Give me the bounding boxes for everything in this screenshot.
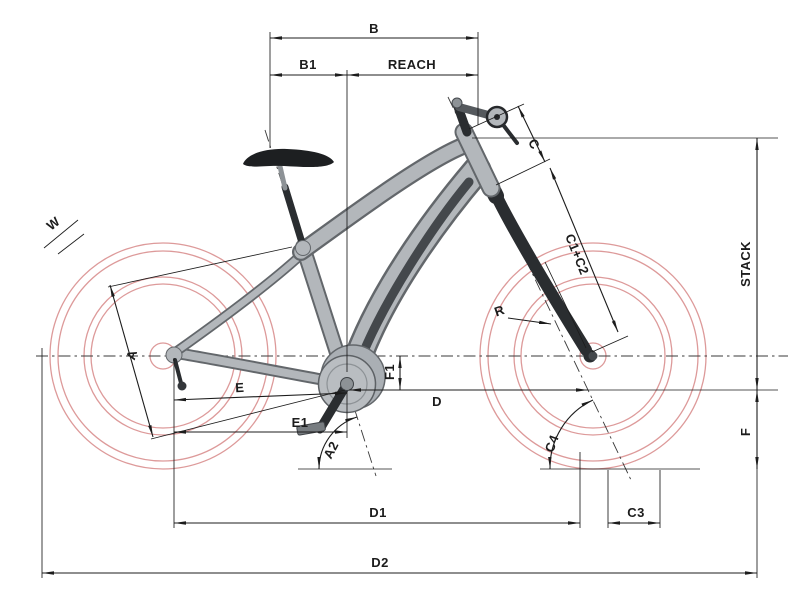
seatpost-lower <box>281 183 307 250</box>
dim-a-ext-top <box>107 246 293 288</box>
dim-a2-arc <box>317 416 358 470</box>
dim-e-line <box>173 391 348 402</box>
label-d2: D2 <box>371 555 388 570</box>
rear-derailleur <box>173 358 183 385</box>
w-tick-2 <box>57 233 85 255</box>
label-e: E <box>235 380 245 395</box>
label-stack: STACK <box>738 241 753 287</box>
label-c: C <box>525 136 543 152</box>
dim-r-leader <box>507 317 552 325</box>
label-b1: B1 <box>299 57 316 72</box>
label-w: W <box>44 213 63 233</box>
fork-blade <box>483 174 592 356</box>
label-a2: A2 <box>320 439 341 461</box>
label-f1: F1 <box>382 364 397 380</box>
brake-lever <box>502 124 519 145</box>
label-d: D <box>432 394 442 409</box>
label-e1: E1 <box>292 415 309 430</box>
battery <box>353 177 474 371</box>
label-r: R <box>492 302 507 320</box>
dim-r-ref-line <box>544 261 587 349</box>
stem-cap <box>451 97 463 109</box>
dim-c1c2-ext-bottom <box>591 335 629 353</box>
label-c4: C4 <box>542 432 562 454</box>
dimensions <box>41 32 778 578</box>
seatstay-fill <box>173 251 305 355</box>
dim-c-ext-top <box>468 103 525 130</box>
derailleur-pulley <box>177 381 187 391</box>
label-c3: C3 <box>627 505 644 520</box>
dim-c4-arc <box>548 399 594 470</box>
seatpost-upper <box>276 159 288 191</box>
dim-c1c2-line <box>549 167 619 333</box>
dim-c-ext-bottom <box>495 158 551 186</box>
top-tube-fill <box>294 137 475 259</box>
rear-tire-outer <box>49 242 277 470</box>
label-reach: REACH <box>388 57 436 72</box>
label-b: B <box>369 21 379 36</box>
seat-cluster <box>295 240 311 256</box>
saddle <box>243 148 334 168</box>
bike <box>165 97 598 436</box>
front-axle <box>588 351 598 361</box>
dimension-labels: B B1 REACH C C1+C2 STACK W A E E1 F1 D R… <box>44 21 753 570</box>
w-tick-1 <box>43 219 79 249</box>
label-a: A <box>123 348 140 362</box>
dim-c-line <box>517 105 546 163</box>
label-f: F <box>738 428 753 436</box>
bb-cap <box>340 377 354 391</box>
label-d1: D1 <box>369 505 386 520</box>
head-tube-fill <box>456 124 499 196</box>
dim-a-line <box>109 284 154 438</box>
